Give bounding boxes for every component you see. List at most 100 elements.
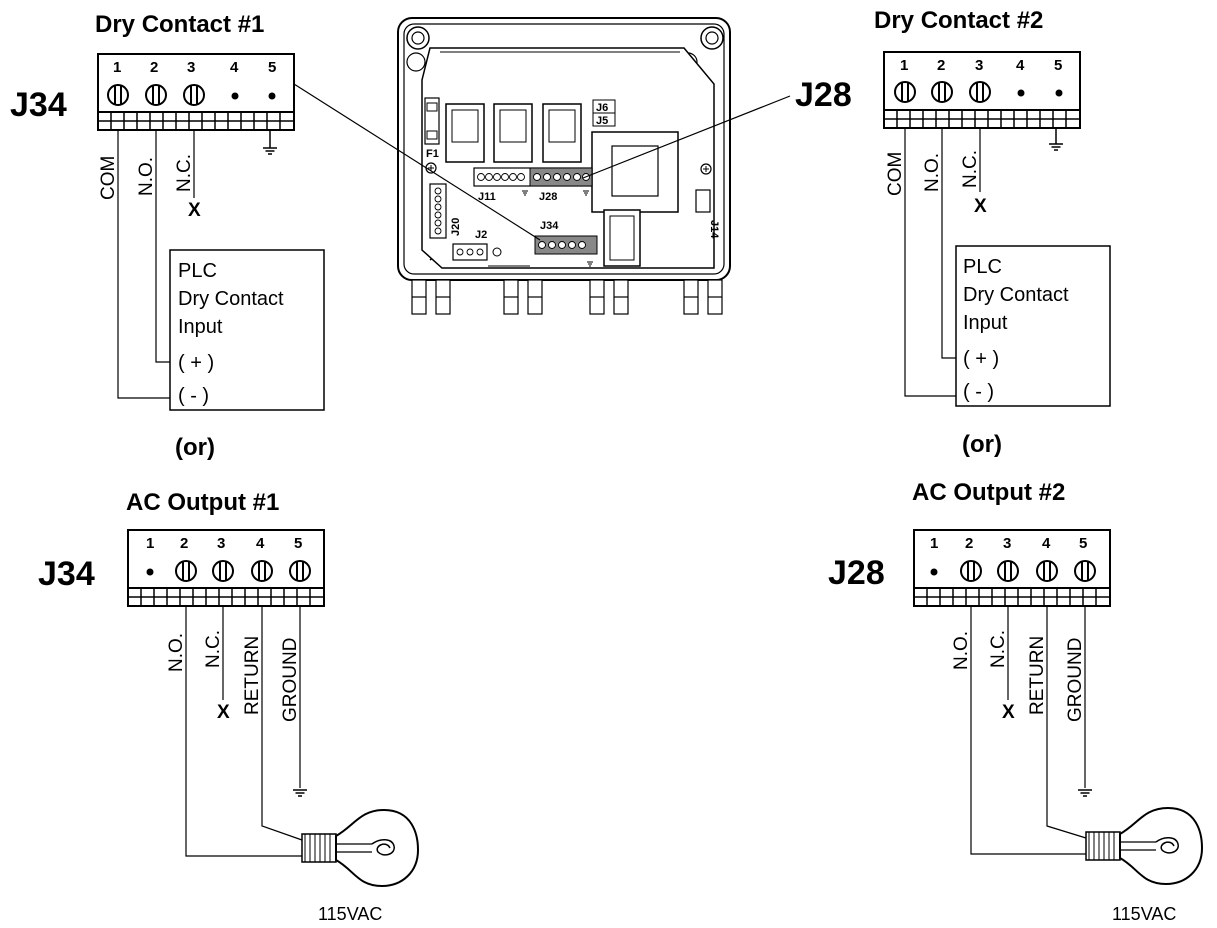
controller-enclosure: F1 J6 J5 J11 J28 — [397, 17, 731, 315]
dry-contact-1-section: Dry Contact #1 J34 1 2 3 4 5 X COM N.O. … — [10, 11, 325, 461]
screw-terminal-icon — [107, 84, 129, 106]
pin-dot-icon — [1017, 89, 1025, 97]
terminal-block-j34-ac: 1 2 3 4 5 — [127, 529, 325, 607]
pin-dot-icon — [1055, 89, 1063, 97]
pin-4-label: 4 — [1042, 535, 1051, 552]
wire-label-no: N.O. — [922, 153, 943, 192]
plc-dry-contact-label: Dry Contact — [178, 288, 284, 310]
screw-terminal-icon — [212, 560, 234, 582]
wire-label-return: RETURN — [242, 636, 263, 715]
unused-terminal-mark: X — [1002, 702, 1015, 723]
pcb-label-j5: J5 — [596, 115, 608, 127]
board-terminal-j34 — [534, 235, 598, 255]
ac-output-2-title: AC Output #2 — [912, 479, 1065, 506]
or-label: (or) — [175, 434, 215, 461]
lamp-voltage-label: 115VAC — [1112, 904, 1176, 924]
screw-terminal-icon — [960, 560, 982, 582]
screw-terminal-icon — [145, 84, 167, 106]
plc-dry-contact-label: Dry Contact — [963, 284, 1069, 306]
pcb-label-j6: J6 — [596, 102, 608, 114]
plc-input-label: Input — [178, 316, 223, 338]
terminal-block-base — [913, 587, 1111, 607]
wire-label-com: COM — [98, 156, 119, 200]
plc-label: PLC — [963, 256, 1002, 278]
pcb-label-j2: J2 — [475, 229, 487, 241]
pin-2-label: 2 — [937, 57, 945, 74]
pin-5-label: 5 — [294, 535, 302, 552]
leader-line-j34 — [293, 83, 541, 241]
terminal-block-base — [97, 111, 295, 131]
terminal-block-base — [883, 109, 1081, 129]
pcb-label-f1: F1 — [426, 148, 439, 160]
plc-input-label: Input — [963, 312, 1008, 334]
wire-label-no: N.O. — [951, 631, 972, 670]
wire-label-nc: N.C. — [960, 150, 981, 188]
ground-icon — [292, 789, 308, 797]
wire-label-return: RETURN — [1027, 636, 1048, 715]
unused-terminal-mark: X — [974, 196, 987, 217]
pcb-label-j28: J28 — [539, 191, 557, 203]
wire-label-ground: GROUND — [1065, 638, 1086, 722]
pcb-label-j14: J14 — [708, 220, 720, 239]
plc-negative-terminal: ( - ) — [963, 381, 994, 403]
pin-1-label: 1 — [146, 535, 154, 552]
pin-1-label: 1 — [113, 59, 121, 76]
plc-positive-terminal: ( + ) — [178, 352, 214, 374]
pin-dot-icon — [930, 568, 938, 576]
pin-2-label: 2 — [965, 535, 973, 552]
pin-dot-icon — [146, 568, 154, 576]
pin-3-label: 3 — [187, 59, 195, 76]
pcb-label-j20: J20 — [450, 218, 462, 236]
pin-3-label: 3 — [1003, 535, 1011, 552]
ac-output-2-section: AC Output #2 J28 1 2 3 4 5 X N.O. N.C. R… — [828, 479, 1203, 924]
ground-icon — [1077, 789, 1093, 797]
plc-negative-terminal: ( - ) — [178, 385, 209, 407]
pin-2-label: 2 — [150, 59, 158, 76]
plc-input-box: PLC Dry Contact Input ( + ) ( - ) — [169, 249, 325, 411]
cable-glands — [411, 279, 723, 315]
pin-5-label: 5 — [1079, 535, 1087, 552]
pin-2-label: 2 — [180, 535, 188, 552]
wire-label-no: N.O. — [136, 157, 157, 196]
lamp-icon — [301, 809, 419, 887]
leader-line-j28 — [582, 95, 791, 179]
pin-4-label: 4 — [1016, 57, 1025, 74]
ac-output-1-connector-label: J34 — [38, 555, 95, 593]
screw-terminal-icon — [1036, 560, 1058, 582]
screw-terminal-icon — [931, 81, 953, 103]
dry-contact-2-section: Dry Contact #2 J28 1 2 3 4 5 X COM N.O. … — [795, 7, 1111, 458]
pin-4-label: 4 — [230, 59, 239, 76]
ac-output-1-title: AC Output #1 — [126, 489, 279, 516]
pcb-label-j34: J34 — [540, 220, 559, 232]
dry-contact-2-connector-label: J28 — [795, 76, 852, 114]
dry-contact-2-title: Dry Contact #2 — [874, 7, 1043, 34]
plc-input-box: PLC Dry Contact Input ( + ) ( - ) — [955, 245, 1111, 407]
screw-terminal-icon — [289, 560, 311, 582]
pin-5-label: 5 — [268, 59, 276, 76]
ground-icon — [262, 147, 278, 155]
pin-4-label: 4 — [256, 535, 265, 552]
ac-output-1-section: AC Output #1 J34 1 2 3 4 5 X N.O. N.C. R… — [38, 489, 419, 924]
wire-label-nc: N.C. — [174, 154, 195, 192]
wire-label-nc: N.C. — [203, 630, 224, 668]
lamp-icon — [1085, 807, 1203, 885]
pin-1-label: 1 — [900, 57, 908, 74]
wire-label-ground: GROUND — [280, 638, 301, 722]
lamp-voltage-label: 115VAC — [318, 904, 382, 924]
wire-label-com: COM — [885, 152, 906, 196]
terminal-block-j28-ac: 1 2 3 4 5 — [913, 529, 1111, 607]
plc-label: PLC — [178, 260, 217, 282]
screw-terminal-icon — [183, 84, 205, 106]
unused-terminal-mark: X — [188, 200, 201, 221]
screw-terminal-icon — [969, 81, 991, 103]
plc-positive-terminal: ( + ) — [963, 348, 999, 370]
terminal-block-base — [127, 587, 325, 607]
screw-terminal-icon — [1074, 560, 1096, 582]
or-label: (or) — [962, 431, 1002, 458]
unused-terminal-mark: X — [217, 702, 230, 723]
pin-dot-icon — [231, 92, 239, 100]
screw-terminal-icon — [175, 560, 197, 582]
pin-1-label: 1 — [930, 535, 938, 552]
wire-label-no: N.O. — [166, 633, 187, 672]
